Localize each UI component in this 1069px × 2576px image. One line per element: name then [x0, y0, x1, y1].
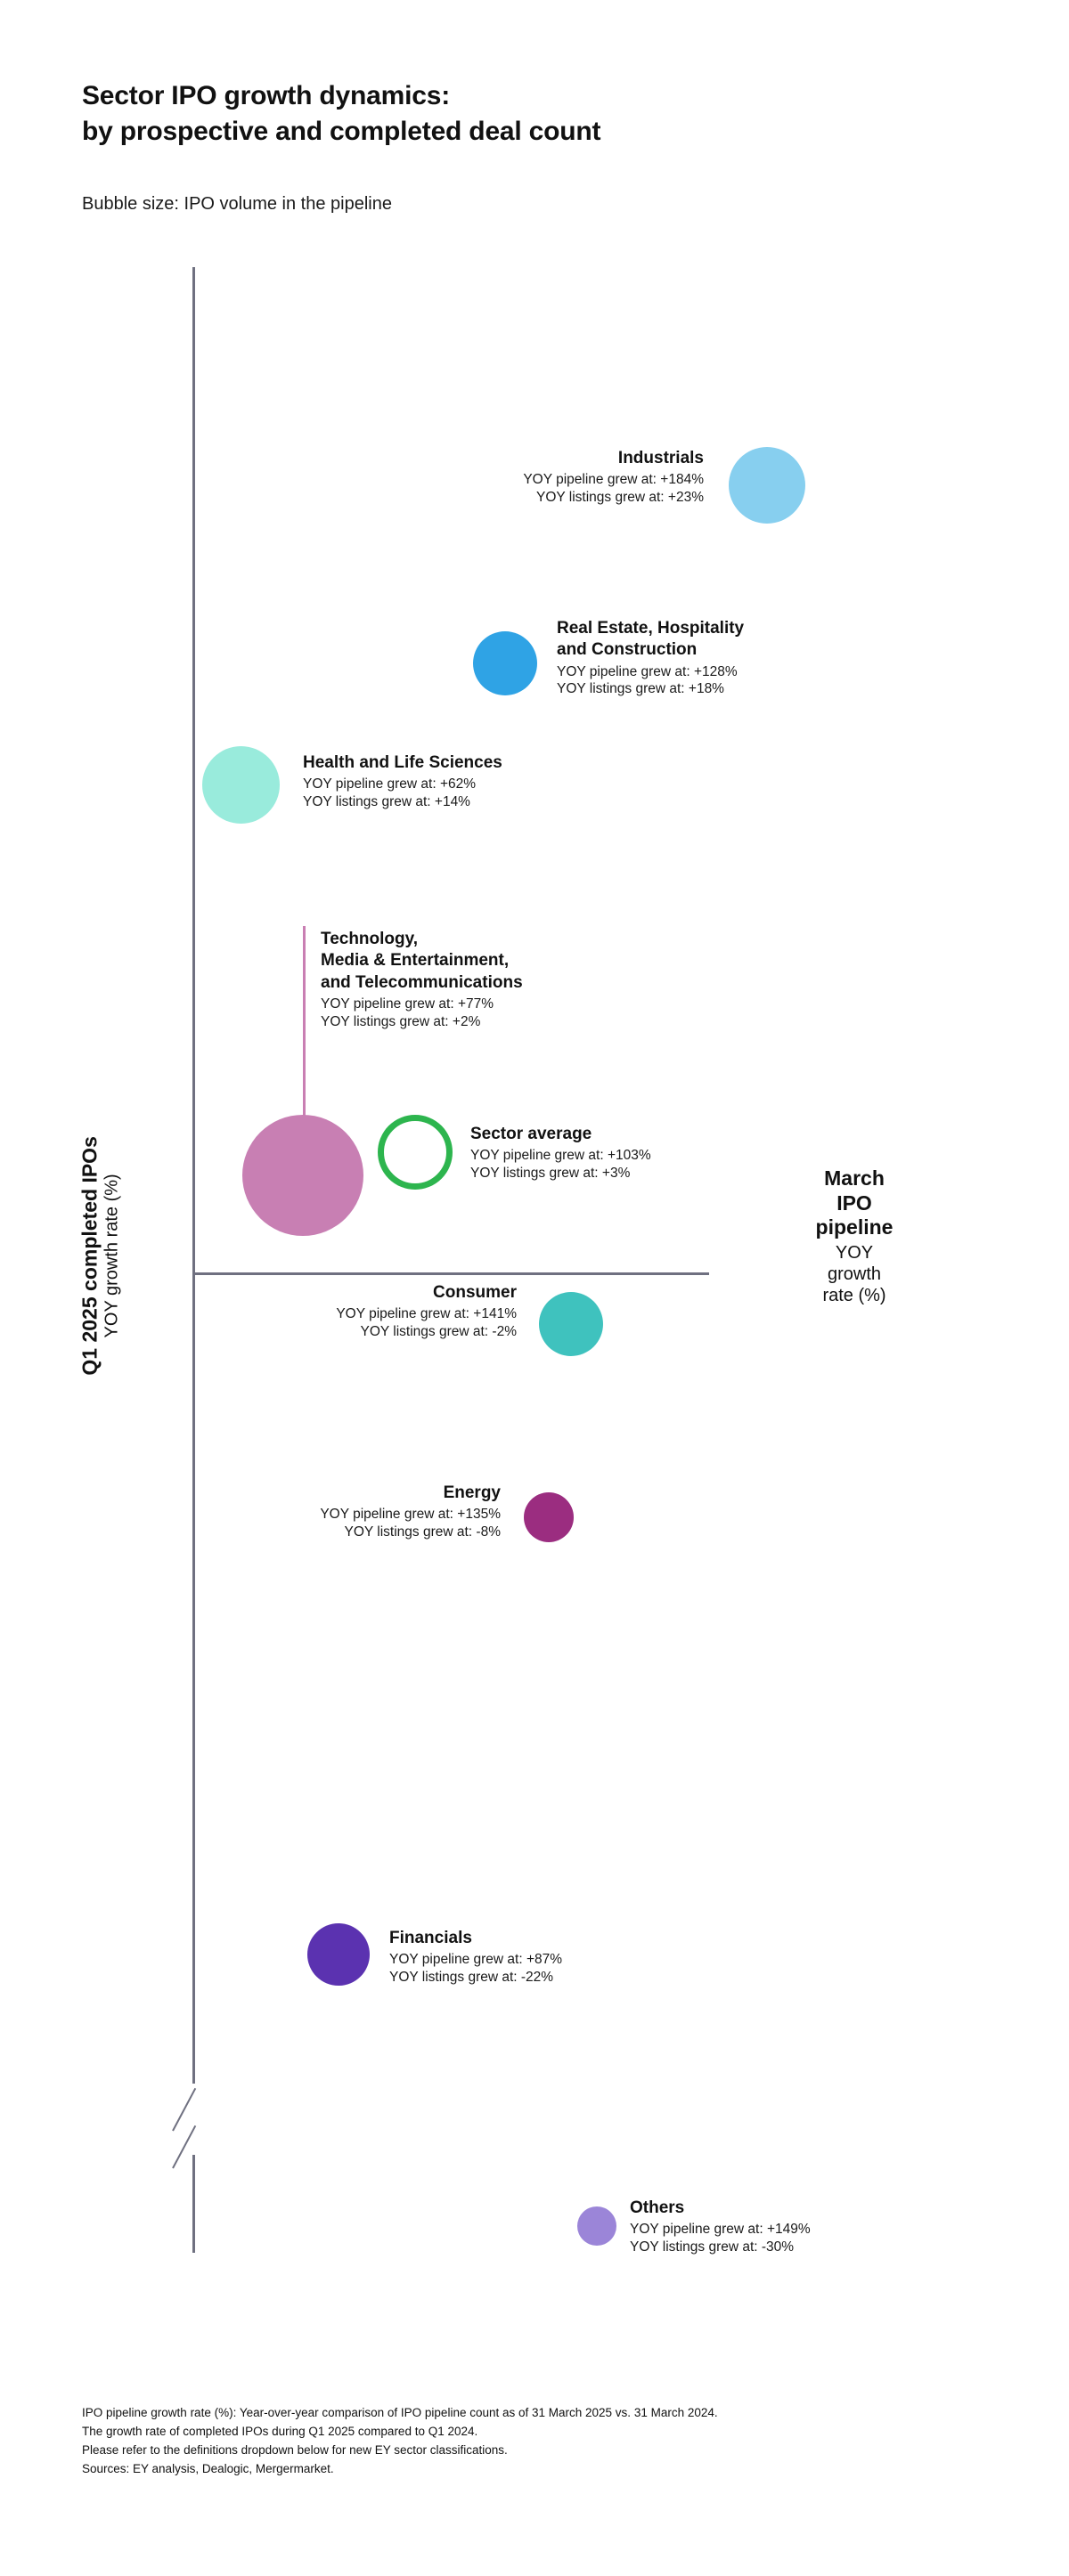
label-health-pipeline: YOY pipeline grew at: +62% [303, 776, 477, 792]
label-technology-media-telecom: Technology, Media & Entertainment, and T… [321, 929, 695, 1031]
label-consumer-name: Consumer [433, 1283, 517, 1302]
axis-break-icon [171, 2075, 224, 2169]
label-health-listings: YOY listings grew at: +14% [303, 794, 470, 810]
bubble-energy[interactable] [524, 1492, 574, 1542]
label-energy-pipeline: YOY pipeline grew at: +135% [320, 1507, 501, 1523]
footnote-line-2: The growth rate of completed IPOs during… [82, 2424, 478, 2438]
label-tmt-pipeline: YOY pipeline grew at: +77% [321, 995, 494, 1012]
label-real-estate: Real Estate, Hospitality and Constructio… [557, 618, 931, 698]
label-sector-average-listings: YOY listings grew at: +3% [470, 1166, 631, 1182]
label-consumer: Consumer YOY pipeline grew at: +141% YOY… [160, 1282, 517, 1341]
label-others-pipeline: YOY pipeline grew at: +149% [630, 2222, 811, 2238]
footnote-line-1: IPO pipeline growth rate (%): Year-over-… [82, 2406, 718, 2419]
bubble-sector-average[interactable] [378, 1115, 453, 1190]
label-others-listings: YOY listings grew at: -30% [630, 2239, 795, 2255]
y-axis-title-main: Q1 2025 completed IPOs [78, 1136, 102, 1376]
label-energy: Energy YOY pipeline grew at: +135% YOY l… [151, 1483, 501, 1541]
bubble-real-estate[interactable] [473, 631, 537, 695]
x-axis-line [192, 1272, 709, 1275]
label-others-name: Others [630, 2198, 685, 2217]
label-industrials-listings: YOY listings grew at: +23% [536, 490, 704, 506]
footnote-block: IPO pipeline growth rate (%): Year-over-… [82, 2404, 718, 2479]
bubble-others[interactable] [577, 2206, 616, 2246]
label-real-estate-name: Real Estate, Hospitality and Constructio… [557, 619, 745, 660]
label-industrials-name: Industrials [617, 449, 704, 467]
label-financials-pipeline: YOY pipeline grew at: +87% [389, 1952, 563, 1968]
y-axis-title: Q1 2025 completed IPOs YOY growth rate (… [78, 1069, 124, 1442]
y-axis-line-bottom [192, 2155, 195, 2253]
x-axis-title: March IPO pipeline YOY growth rate (%) [779, 1166, 930, 1306]
label-real-estate-listings: YOY listings grew at: +18% [557, 681, 724, 697]
bubble-consumer[interactable] [539, 1292, 603, 1356]
label-financials: Financials YOY pipeline grew at: +87% YO… [389, 1928, 763, 1987]
label-health-life-sciences: Health and Life Sciences YOY pipeline gr… [303, 752, 677, 811]
label-sector-average: Sector average YOY pipeline grew at: +10… [470, 1124, 845, 1182]
label-tmt-listings: YOY listings grew at: +2% [321, 1013, 481, 1029]
x-axis-title-main: March IPO pipeline [815, 1166, 894, 1239]
label-real-estate-pipeline: YOY pipeline grew at: +128% [557, 663, 738, 679]
x-axis-title-sub: YOY growth rate (%) [822, 1242, 886, 1305]
connector-line-tmt [303, 926, 306, 1122]
y-axis-line-lower [192, 1158, 195, 2084]
bubble-industrials[interactable] [729, 447, 805, 524]
bubble-financials[interactable] [307, 1923, 370, 1986]
label-financials-name: Financials [389, 1929, 472, 1947]
label-health-name: Health and Life Sciences [303, 753, 502, 772]
footnote-line-3: Please refer to the definitions dropdown… [82, 2442, 508, 2457]
label-sector-average-name: Sector average [470, 1125, 592, 1143]
label-others: Others YOY pipeline grew at: +149% YOY l… [630, 2198, 1004, 2256]
label-tmt-name: Technology, Media & Entertainment, and T… [321, 930, 523, 992]
bubble-technology-media-telecom[interactable] [242, 1115, 363, 1236]
label-consumer-pipeline: YOY pipeline grew at: +141% [336, 1306, 517, 1322]
label-industrials: Industrials YOY pipeline grew at: +184% … [347, 448, 704, 507]
bubble-health-life-sciences[interactable] [202, 746, 280, 824]
label-financials-listings: YOY listings grew at: -22% [389, 1970, 554, 1986]
label-energy-name: Energy [443, 1483, 501, 1502]
chart-subtitle: Bubble size: IPO volume in the pipeline [82, 194, 392, 214]
footnote-line-4: Sources: EY analysis, Dealogic, Mergerma… [82, 2461, 334, 2475]
chart-title: Sector IPO growth dynamics: by prospecti… [82, 81, 601, 146]
y-axis-title-sub: YOY growth rate (%) [102, 1174, 122, 1338]
label-industrials-pipeline: YOY pipeline grew at: +184% [523, 472, 704, 488]
label-consumer-listings: YOY listings grew at: -2% [360, 1324, 517, 1340]
label-sector-average-pipeline: YOY pipeline grew at: +103% [470, 1148, 651, 1164]
label-energy-listings: YOY listings grew at: -8% [344, 1524, 501, 1540]
y-axis-line-upper [192, 267, 195, 1158]
